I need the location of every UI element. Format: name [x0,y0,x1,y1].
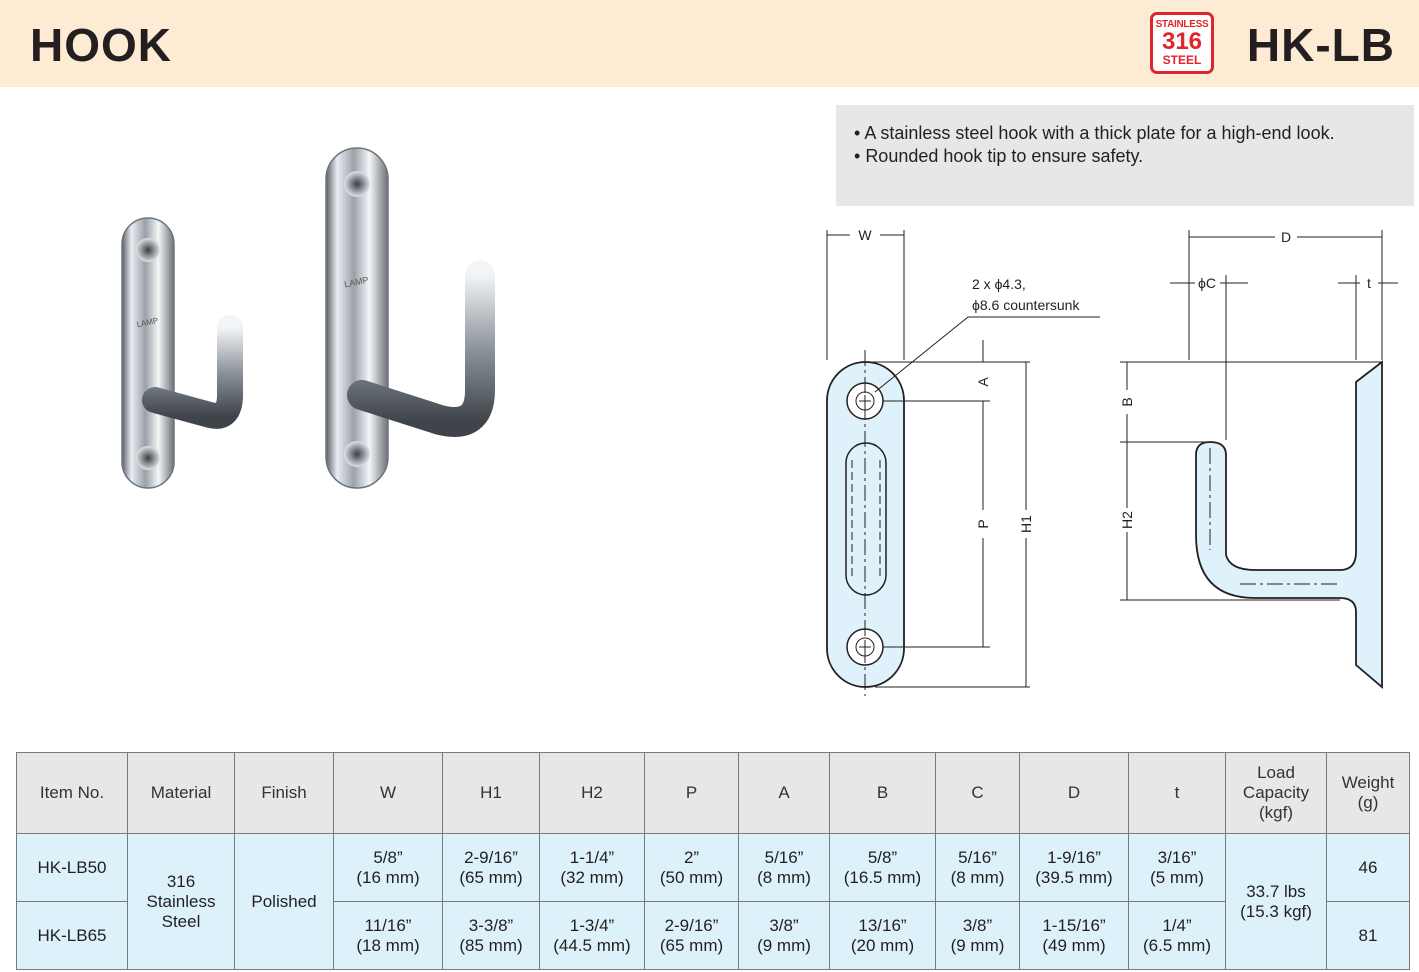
col-header-item: Item No. [16,752,128,834]
dim-label-t: t [1367,275,1371,291]
col-header-h2: H2 [539,752,645,834]
weight-header-line-2: (g) [1357,793,1379,812]
col-header-d: D [1019,752,1129,834]
badge-line-1: STAINLESS [1155,19,1209,30]
col-header-b: B [829,752,936,834]
cell-material: 316 Stainless Steel [127,833,235,970]
spec-table: Item No. Material Finish W H1 H2 P A B C… [16,752,1410,970]
cell-c: 3/8”(9 mm) [935,901,1020,970]
cell-d: 1-15/16”(49 mm) [1019,901,1129,970]
cell-p: 2-9/16”(65 mm) [644,901,739,970]
side-view-profile [1195,360,1383,689]
col-header-weight: Weight (g) [1326,752,1410,834]
col-header-load: Load Capacity (kgf) [1225,752,1327,834]
cell-b: 5/8”(16.5 mm) [829,833,936,902]
col-header-w: W [333,752,443,834]
badge-line-3: STEEL [1162,53,1202,67]
col-header-finish: Finish [234,752,334,834]
cell-weight: 81 [1326,901,1410,970]
cell-t: 1/4”(6.5 mm) [1128,901,1226,970]
material-line-3: Steel [161,911,201,931]
cell-h1: 3-3/8”(85 mm) [442,901,540,970]
technical-drawing: W 2 x ϕ4.3, ϕ8.6 countersunk A P H1 D ϕC… [826,227,1398,696]
badge-line-2: 316 [1161,28,1203,55]
dim-label-b: B [1119,397,1135,406]
dim-label-h1: H1 [1018,515,1034,533]
table-header-row: Item No. Material Finish W H1 H2 P A B C… [16,752,1410,834]
cell-w: 5/8”(16 mm) [333,833,443,902]
material-line-2: Stainless [146,891,216,911]
dim-label-c: ϕC [1198,275,1216,291]
col-header-material: Material [127,752,235,834]
cell-item: HK-LB50 [16,833,128,902]
load-line-1: 33.7 lbs [1246,881,1306,901]
cell-d: 1-9/16”(39.5 mm) [1019,833,1129,902]
feature-item: Rounded hook tip to ensure safety. [854,145,1394,168]
cell-h2: 1-3/4”(44.5 mm) [539,901,645,970]
product-code: HK-LB [1246,19,1395,71]
load-header-line-2: Capacity [1242,783,1310,802]
cell-item: HK-LB65 [16,901,128,970]
hole-note-line-1: 2 x ϕ4.3, [972,276,1026,292]
weight-header-line-1: Weight [1341,773,1395,792]
cell-load: 33.7 lbs (15.3 kgf) [1225,833,1327,970]
load-line-2: (15.3 kgf) [1240,901,1312,921]
col-header-p: P [644,752,739,834]
dim-label-d: D [1281,229,1291,245]
cell-h2: 1-1/4”(32 mm) [539,833,645,902]
dim-label-w: W [858,227,872,243]
material-line-1: 316 [166,871,196,891]
col-header-c: C [935,752,1020,834]
stainless-316-steel-badge: STAINLESS 316 STEEL [1150,12,1214,74]
dim-label-h2: H2 [1119,511,1135,529]
page-title: HOOK [30,19,172,71]
cell-weight: 46 [1326,833,1410,902]
cell-w: 11/16”(18 mm) [333,901,443,970]
hole-note-line-2: ϕ8.6 countersunk [972,297,1080,313]
dim-label-a: A [975,377,991,387]
load-header-line-1: Load [1257,763,1295,782]
brand-mark-small: LAMP [136,316,159,329]
brand-mark-large: LAMP [343,275,369,290]
table-row: HK-LB65 11/16”(18 mm) 3-3/8”(85 mm) 1-3/… [16,901,1410,970]
dim-label-p: P [975,519,991,528]
cell-p: 2”(50 mm) [644,833,739,902]
feature-item: A stainless steel hook with a thick plat… [854,122,1394,145]
cell-h1: 2-9/16”(65 mm) [442,833,540,902]
small-hook-image: LAMP [121,217,243,489]
cell-t: 3/16”(5 mm) [1128,833,1226,902]
table-row: HK-LB50 316 Stainless Steel Polished 5/8… [16,833,1410,970]
col-header-t: t [1128,752,1226,834]
col-header-a: A [738,752,830,834]
load-header-line-3: (kgf) [1259,803,1293,822]
large-hook-image: LAMP [325,147,495,489]
cell-b: 13/16”(20 mm) [829,901,936,970]
features-box: A stainless steel hook with a thick plat… [836,105,1414,206]
header-band: HOOK STAINLESS 316 STEEL HK-LB [0,0,1419,87]
cell-c: 5/16”(8 mm) [935,833,1020,902]
product-photo: LAMP LAMP [121,147,495,489]
cell-finish: Polished [234,833,334,970]
cell-a: 3/8”(9 mm) [738,901,830,970]
cell-a: 5/16”(8 mm) [738,833,830,902]
col-header-h1: H1 [442,752,540,834]
